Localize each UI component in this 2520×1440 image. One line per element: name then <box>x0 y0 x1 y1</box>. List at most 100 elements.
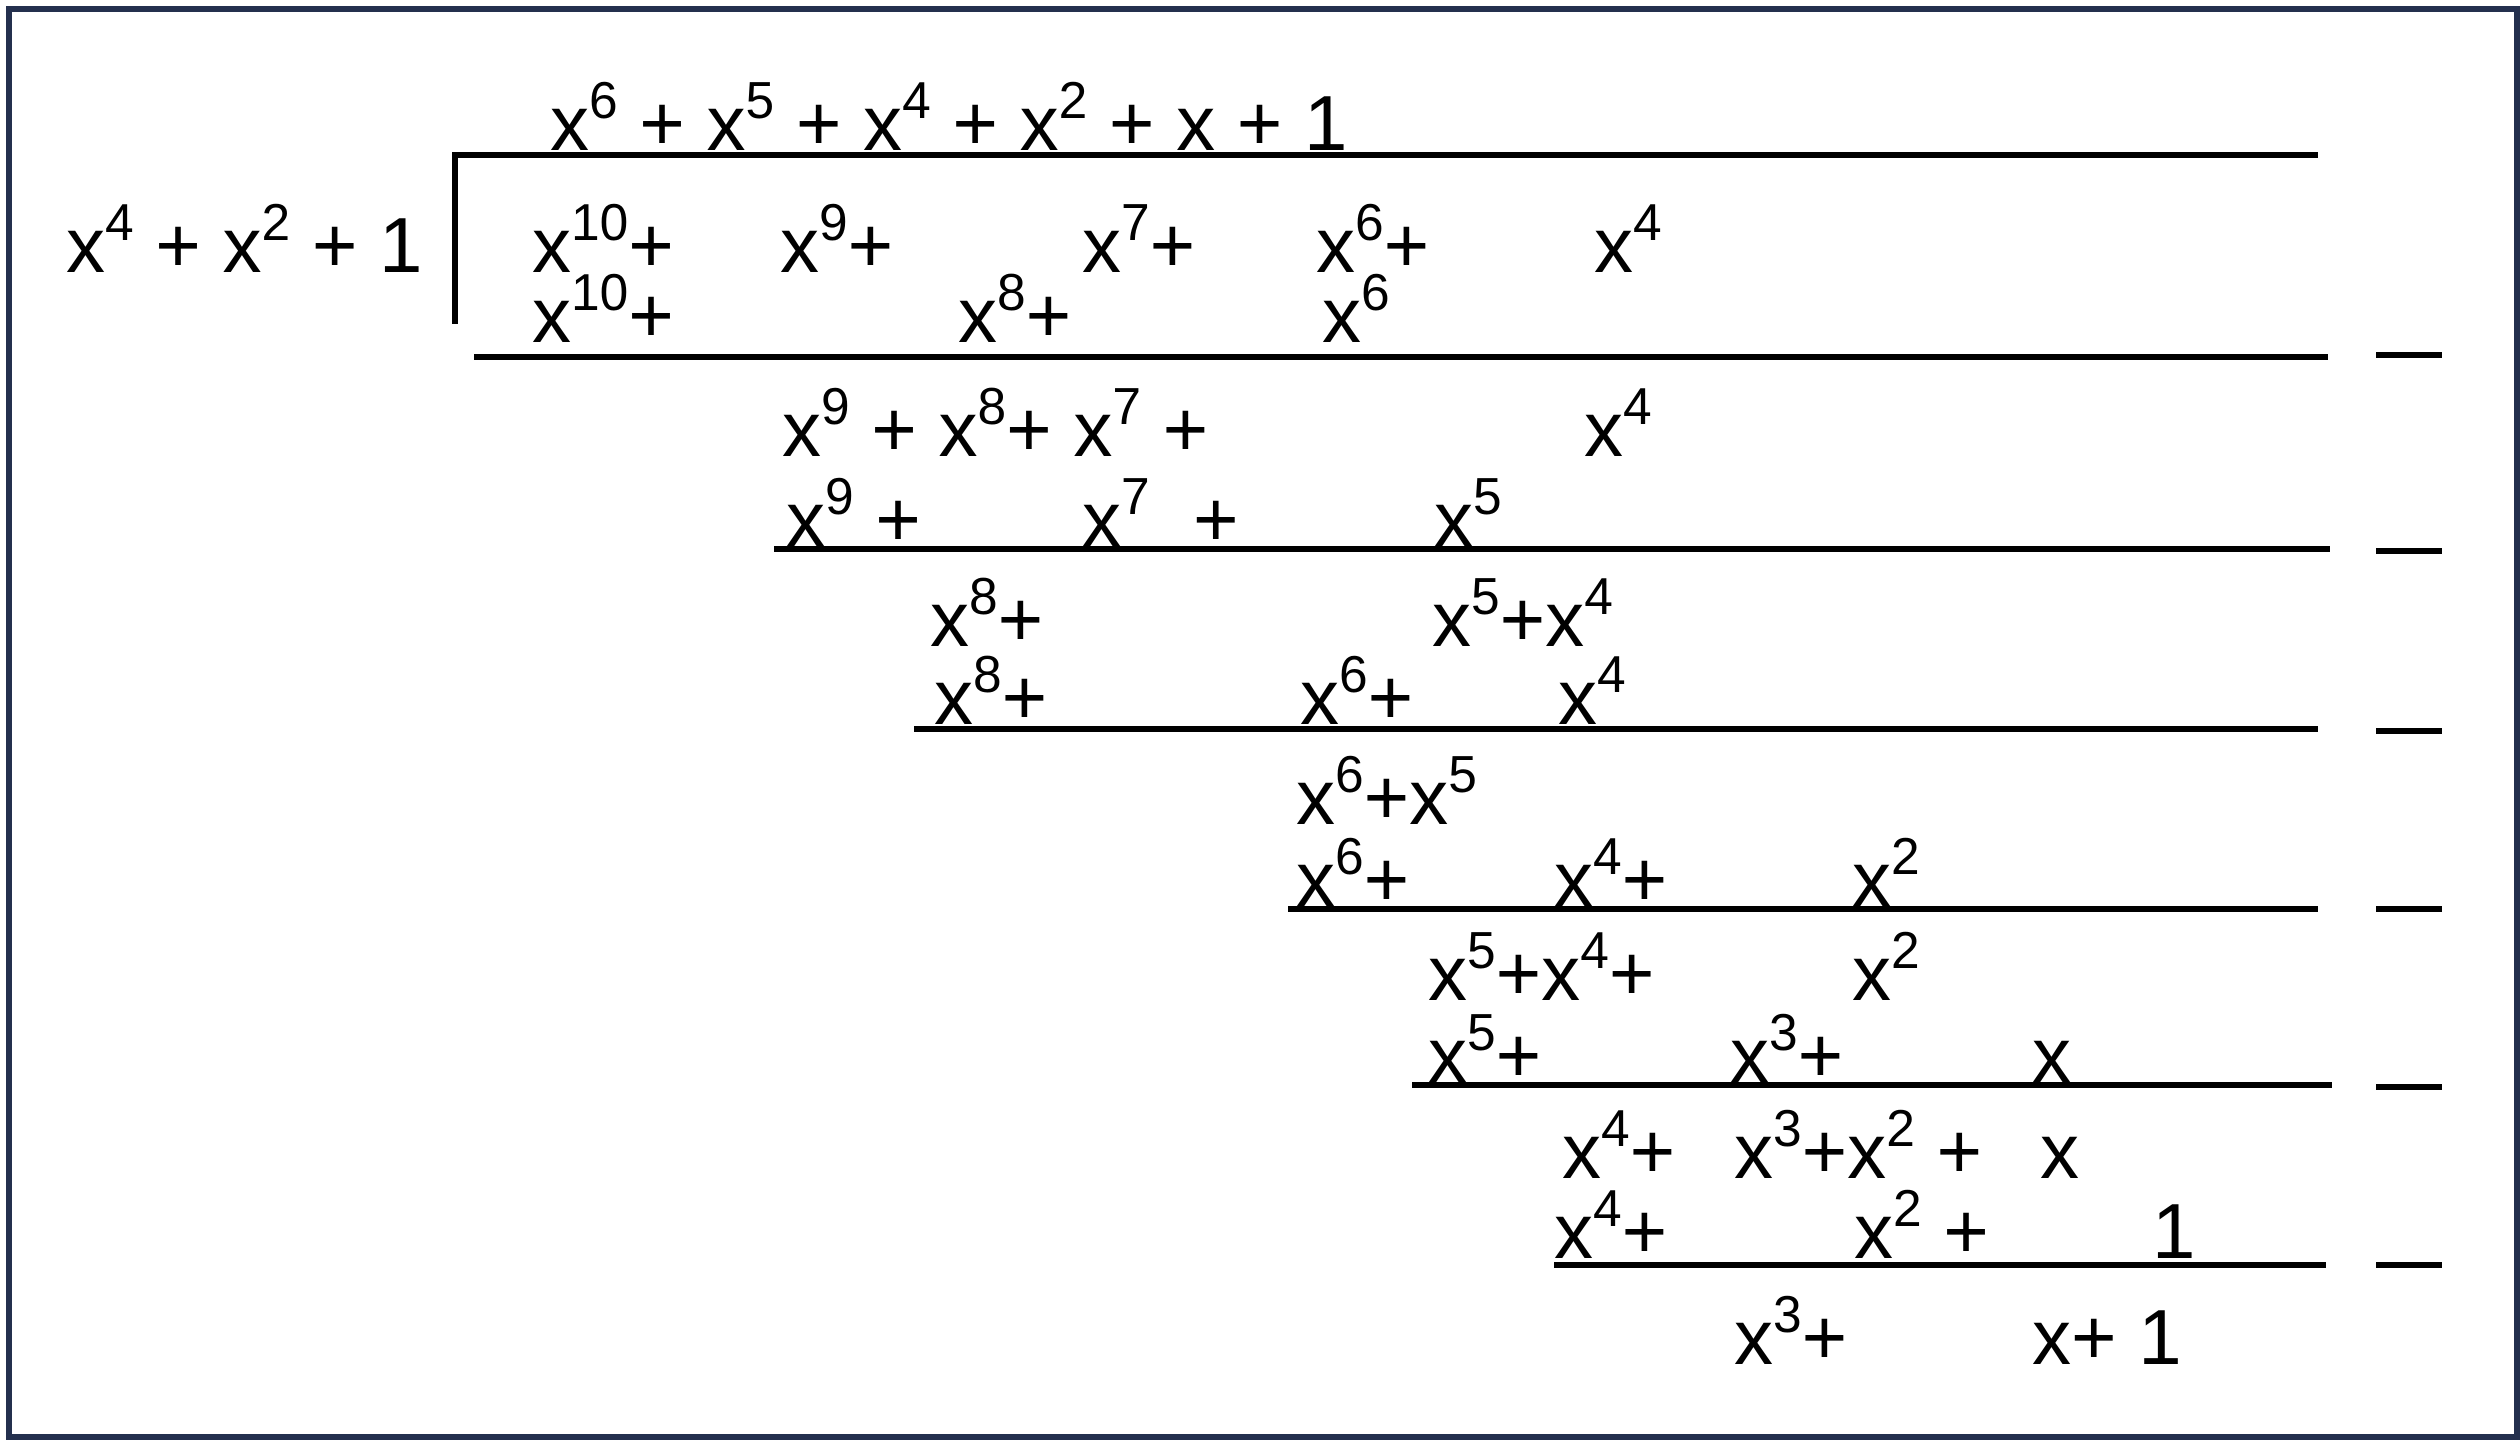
subtraction-line <box>1288 906 2318 912</box>
sub3-term: x6+ <box>1300 648 1413 736</box>
term-exponent: 2 <box>1891 827 1920 886</box>
term-text: +x <box>1363 753 1449 841</box>
term-exponent: 5 <box>1471 567 1500 626</box>
sub5-term: x5+ <box>1428 1006 1541 1094</box>
term-text: x <box>2032 1011 2071 1099</box>
sub1-term: x10+ <box>532 266 674 354</box>
term-text: + x <box>774 79 903 167</box>
dividend-term: x10+ <box>532 196 674 284</box>
term-text: + <box>628 201 674 289</box>
quotient: x6 + x5 + x4 + x2 + x + 1 <box>550 74 1347 162</box>
minus-sign-icon <box>2376 548 2442 554</box>
sub6-term: 1 <box>2152 1192 2195 1270</box>
dividend-term: x7+ <box>1082 196 1195 284</box>
rem2-term: x8+ <box>930 570 1043 658</box>
term-text: x <box>1082 475 1121 563</box>
rem1-term: x4 <box>1584 380 1652 468</box>
term-exponent: 6 <box>1361 263 1390 322</box>
term-text: + <box>853 475 921 563</box>
sub4-term: x4+ <box>1554 830 1667 918</box>
sub4-term: x6+ <box>1296 830 1409 918</box>
term-text: +x <box>1495 929 1581 1017</box>
term-text: x <box>550 79 589 167</box>
term-exponent: 2 <box>1891 921 1920 980</box>
minus-sign-icon <box>2376 352 2442 358</box>
remainder-term: x+ 1 <box>2032 1298 2182 1376</box>
term-text: + <box>1797 1011 1844 1099</box>
term-text: + <box>997 575 1044 663</box>
term-text: +x <box>1801 1107 1887 1195</box>
sub6-term: x4+ <box>1554 1182 1667 1270</box>
term-exponent: 10 <box>571 263 629 322</box>
term-text: x <box>1730 1011 1769 1099</box>
term-text: x+ 1 <box>2032 1293 2182 1381</box>
term-exponent: 10 <box>571 193 629 252</box>
term-text: + <box>1801 1293 1848 1381</box>
term-text: + x <box>1006 385 1113 473</box>
term-exponent: 8 <box>997 263 1026 322</box>
divisor: x4 + x2 + 1 <box>66 196 422 284</box>
term-text: x <box>1434 475 1473 563</box>
term-text: x <box>1852 835 1891 923</box>
term-exponent: 8 <box>969 567 998 626</box>
term-text: x <box>532 201 571 289</box>
term-text: x <box>1734 1293 1773 1381</box>
term-text: + <box>1001 653 1048 741</box>
sub5-term: x3+ <box>1730 1006 1843 1094</box>
term-exponent: 9 <box>821 377 850 436</box>
rem5-term: x3+x2 + <box>1734 1102 1982 1190</box>
term-exponent: 6 <box>589 71 618 130</box>
minus-sign-icon <box>2376 728 2442 734</box>
term-text: x <box>1428 929 1467 1017</box>
term-text: + <box>1621 1187 1668 1275</box>
term-exponent: 5 <box>1448 745 1477 804</box>
term-exponent: 6 <box>1335 745 1364 804</box>
term-text: x <box>1322 271 1361 359</box>
subtraction-line <box>1412 1082 2332 1088</box>
term-text: x <box>1300 653 1339 741</box>
sub3-term: x4 <box>1558 648 1626 736</box>
term-text: + <box>1495 1011 1542 1099</box>
minus-sign-icon <box>2376 1262 2442 1268</box>
term-exponent: 2 <box>1058 71 1088 130</box>
dividend-term: x9+ <box>780 196 893 284</box>
subtraction-line <box>1554 1262 2326 1268</box>
term-exponent: 9 <box>825 467 854 526</box>
division-bracket-top <box>452 152 2318 158</box>
term-text: +x <box>1499 575 1585 663</box>
term-text: + <box>1383 201 1430 289</box>
term-text: + <box>628 271 674 359</box>
sub2-term: x5 <box>1434 470 1502 558</box>
term-text: + x <box>133 201 262 289</box>
subtraction-line <box>914 726 2318 732</box>
term-text: x <box>934 653 973 741</box>
term-exponent: 5 <box>1473 467 1502 526</box>
term-exponent: 8 <box>977 377 1007 436</box>
term-exponent: 7 <box>1121 467 1150 526</box>
term-exponent: 7 <box>1121 193 1150 252</box>
term-exponent: 9 <box>819 193 848 252</box>
term-text: 1 <box>2152 1187 2196 1275</box>
term-text: x <box>1082 201 1121 289</box>
rem3-term: x6+x5 <box>1296 748 1477 836</box>
term-text: + <box>847 201 894 289</box>
sub1-term: x8+ <box>958 266 1071 354</box>
term-exponent: 4 <box>1593 827 1622 886</box>
term-text: + <box>1621 835 1668 923</box>
term-exponent: 6 <box>1339 645 1368 704</box>
term-text: x <box>1562 1107 1601 1195</box>
term-text: + 1 <box>290 201 423 289</box>
term-text: x <box>2040 1107 2079 1195</box>
rem5-term: x4+ <box>1562 1102 1675 1190</box>
term-text: x <box>780 201 819 289</box>
term-text: x <box>1852 929 1891 1017</box>
sub2-term: x7 + <box>1082 470 1239 558</box>
term-text: x <box>782 385 821 473</box>
term-exponent: 6 <box>1335 827 1364 886</box>
dividend-term: x6+ <box>1316 196 1429 284</box>
term-exponent: 8 <box>973 645 1002 704</box>
term-text: x <box>1428 1011 1467 1099</box>
minus-sign-icon <box>2376 1084 2442 1090</box>
term-exponent: 3 <box>1773 1099 1802 1158</box>
